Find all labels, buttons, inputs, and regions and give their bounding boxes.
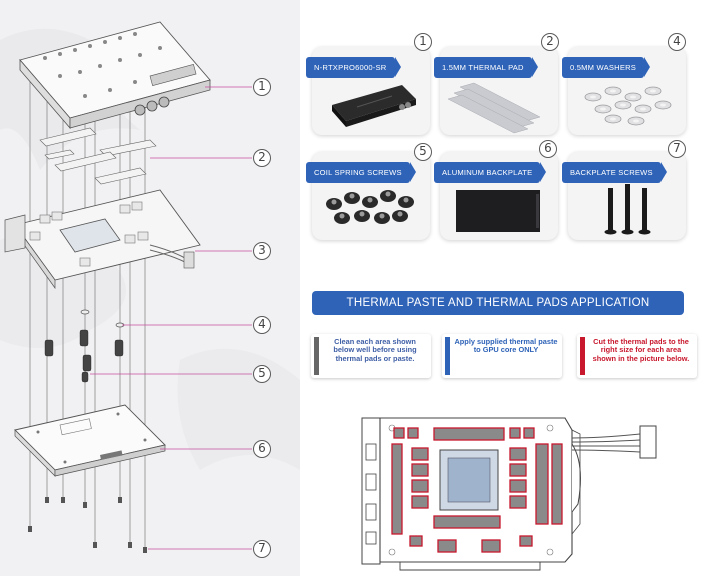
callout-7: 7	[253, 540, 271, 558]
thermal-pad-layout-diagram	[361, 417, 657, 571]
product-number-4: 4	[668, 33, 686, 51]
exploded-view-panel: 1 2 3 4 5 6 7	[0, 0, 300, 576]
graphics-card-pcb-part	[4, 189, 201, 290]
callout-6: 6	[253, 440, 271, 458]
product-number-7: 7	[668, 140, 686, 158]
step-text: Cut the thermal pads to the right size f…	[592, 337, 690, 363]
backplate-icon	[456, 190, 540, 232]
step-color-bar	[314, 337, 319, 375]
callout-leader-lines	[90, 86, 252, 550]
step-cut-pads: Cut the thermal pads to the right size f…	[577, 334, 697, 378]
product-number-1: 1	[414, 33, 432, 51]
step-color-bar	[580, 337, 585, 375]
product-number-2: 2	[541, 33, 559, 51]
product-label: COIL SPRING SCREWS	[306, 162, 416, 183]
product-card-spring-screws: COIL SPRING SCREWS	[306, 152, 430, 240]
backplate-part	[14, 404, 166, 477]
thermal-pad-zones	[391, 427, 563, 553]
product-card-water-block: N-RTXPRO6000-SR	[306, 47, 430, 135]
washers-part	[80, 309, 125, 328]
product-number-5: 5	[414, 143, 432, 161]
callout-2: 2	[253, 149, 271, 167]
thermal-pads-part	[39, 127, 157, 185]
washers-icon	[584, 86, 672, 126]
step-text: Apply supplied thermal paste to GPU core…	[454, 337, 558, 355]
exploded-view-diagram	[0, 21, 300, 553]
product-card-backplate: ALUMINUM BACKPLATE	[434, 152, 558, 240]
spring-screws-icon	[326, 190, 414, 224]
callout-4: 4	[253, 316, 271, 334]
section-title: THERMAL PASTE AND THERMAL PADS APPLICATI…	[312, 291, 684, 315]
callout-3: 3	[253, 242, 271, 260]
callout-1: 1	[253, 78, 271, 96]
product-card-thermal-pad: 1.5MM THERMAL PAD	[434, 47, 558, 135]
product-card-backplate-screws: BACKPLATE SCREWS	[562, 152, 686, 240]
product-number-6: 6	[539, 140, 557, 158]
product-label: BACKPLATE SCREWS	[562, 162, 667, 183]
step-text: Clean each area shown below well before …	[333, 337, 417, 363]
product-label: 0.5MM WASHERS	[562, 57, 651, 78]
backplate-screws-icon	[604, 184, 651, 235]
callout-5: 5	[253, 365, 271, 383]
product-card-washers: 0.5MM WASHERS	[562, 47, 686, 135]
step-clean: Clean each area shown below well before …	[311, 334, 431, 378]
product-label: ALUMINUM BACKPLATE	[434, 162, 547, 183]
water-block-icon	[332, 85, 416, 127]
product-label: N-RTXPRO6000-SR	[306, 57, 400, 78]
step-color-bar	[445, 337, 450, 375]
backplate-screws-part	[28, 497, 147, 553]
step-apply-paste: Apply supplied thermal paste to GPU core…	[442, 334, 562, 378]
water-block-part	[19, 21, 211, 130]
product-label: 1.5MM THERMAL PAD	[434, 57, 538, 78]
spring-screws-part	[44, 329, 124, 383]
thermal-pad-icon	[447, 82, 541, 134]
